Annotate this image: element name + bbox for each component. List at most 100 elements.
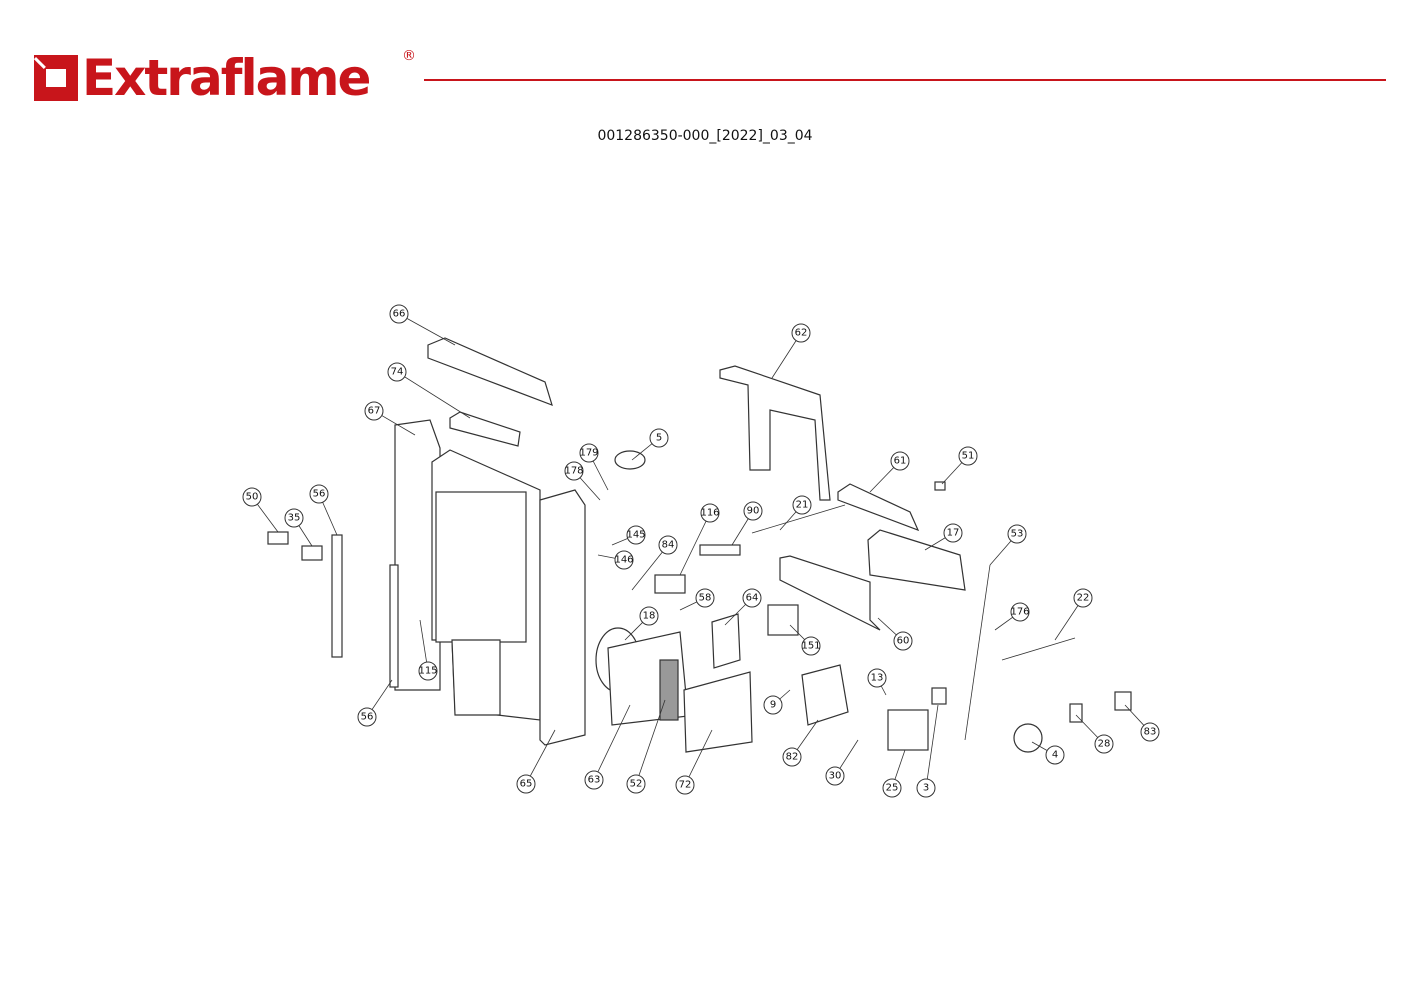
callout-label: 84 (662, 540, 675, 551)
leader-line (679, 512, 711, 576)
callout-circle (916, 778, 936, 798)
callout-72: 72 (675, 729, 713, 795)
callout-circle (867, 668, 887, 688)
callout-label: 21 (796, 500, 809, 511)
callout-label: 56 (313, 489, 326, 500)
callout-label: 116 (700, 508, 719, 519)
callout-circle (242, 487, 262, 507)
callout-176: 176 (994, 602, 1030, 631)
callout-label: 18 (643, 611, 656, 622)
callout-circle (695, 588, 715, 608)
leader-line (593, 704, 631, 781)
callout-label: 4 (1052, 750, 1058, 761)
callout-label: 35 (288, 513, 301, 524)
callout-circle (284, 508, 304, 528)
leader-line (525, 729, 556, 785)
callout-circle (743, 501, 763, 521)
callout-61: 61 (869, 451, 910, 493)
callout-58: 58 (679, 588, 715, 611)
leader-line (631, 544, 669, 591)
callout-circle (658, 535, 678, 555)
callout-label: 145 (626, 530, 645, 541)
callout-53: 53 (989, 524, 1027, 566)
callout-label: 62 (795, 328, 808, 339)
callout-label: 22 (1077, 593, 1090, 604)
callout-label: 83 (1144, 727, 1157, 738)
callout-74: 74 (387, 362, 471, 419)
callout-label: 178 (564, 466, 583, 477)
leader-line (925, 704, 939, 789)
callout-21: 21 (779, 495, 812, 531)
callout-35: 35 (284, 508, 313, 547)
callout-52: 52 (626, 699, 666, 794)
callout-label: 58 (699, 593, 712, 604)
callout-label: 64 (746, 593, 759, 604)
callout-116: 116 (679, 503, 720, 576)
callout-label: 53 (1011, 529, 1024, 540)
callout-51: 51 (941, 446, 978, 485)
callout-circle (1094, 734, 1114, 754)
callout-circle (1045, 745, 1065, 765)
brand-logo: Extraflame ® (34, 48, 416, 107)
callout-label: 60 (897, 636, 910, 647)
callout-circle (893, 631, 913, 651)
callout-90: 90 (731, 501, 763, 546)
callout-label: 63 (588, 775, 601, 786)
callout-4: 4 (1031, 741, 1065, 765)
callout-circle (364, 401, 384, 421)
callout-circle (387, 362, 407, 382)
callout-label: 3 (923, 783, 929, 794)
callout-9: 9 (763, 689, 791, 715)
callout-178: 178 (564, 461, 601, 501)
callout-62: 62 (771, 323, 811, 379)
callout-circle (782, 747, 802, 767)
leader-line (396, 371, 471, 419)
callout-label: 115 (418, 666, 437, 677)
callout-17: 17 (924, 523, 963, 551)
document-code: 001286350-000_[2022]_03_04 (597, 128, 813, 144)
callout-65: 65 (516, 729, 556, 794)
callout-83: 83 (1124, 704, 1160, 742)
callout-circle (584, 770, 604, 790)
brand-name: Extraflame (82, 49, 371, 107)
callout-circle (614, 550, 634, 570)
callout-18: 18 (624, 606, 659, 641)
callout-label: 66 (393, 309, 406, 320)
callout-56: 56 (357, 679, 393, 727)
callout-label: 146 (614, 555, 633, 566)
callout-label: 179 (579, 448, 598, 459)
callout-circle (1010, 602, 1030, 622)
callout-circle (564, 461, 584, 481)
callout-63: 63 (584, 704, 631, 790)
callout-label: 28 (1098, 739, 1111, 750)
callout-label: 65 (520, 779, 533, 790)
callout-circle (958, 446, 978, 466)
callout-56: 56 (309, 484, 338, 536)
callout-circle (825, 766, 845, 786)
callout-label: 13 (871, 673, 884, 684)
callout-circle (801, 636, 821, 656)
callout-50: 50 (242, 487, 279, 533)
leader-line (635, 699, 666, 785)
callout-circle (1140, 722, 1160, 742)
callout-circle (309, 484, 329, 504)
callout-label: 90 (747, 506, 760, 517)
callout-84: 84 (631, 535, 678, 591)
callout-179: 179 (579, 443, 609, 491)
callout-label: 30 (829, 771, 842, 782)
callout-64: 64 (724, 588, 762, 626)
callout-circle (792, 495, 812, 515)
callout-146: 146 (597, 550, 634, 570)
callout-label: 17 (947, 528, 960, 539)
callout-label: 72 (679, 780, 692, 791)
callout-circle (1007, 524, 1027, 544)
callout-67: 67 (364, 401, 416, 436)
callout-30: 30 (825, 739, 859, 786)
callout-label: 50 (246, 492, 259, 503)
callout-circle (700, 503, 720, 523)
leader-line (684, 729, 713, 786)
callout-label: 51 (962, 451, 975, 462)
callout-label: 67 (368, 406, 381, 417)
callout-115: 115 (418, 619, 438, 681)
